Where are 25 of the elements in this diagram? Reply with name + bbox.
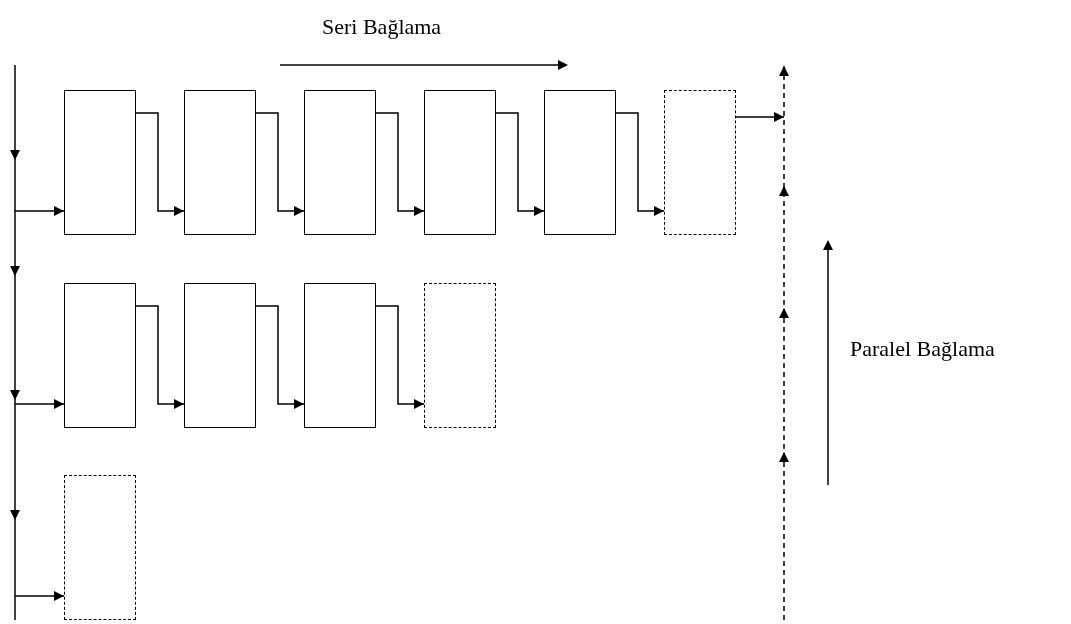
arrow [255, 305, 305, 409]
box-outline [544, 90, 616, 235]
dashed-box [64, 475, 136, 620]
dashed-box [424, 283, 496, 428]
arrow [735, 112, 785, 122]
arrow [255, 112, 305, 216]
dashed-box [664, 90, 736, 235]
box-outline [424, 90, 496, 235]
arrow [495, 112, 545, 216]
arrow [375, 112, 425, 216]
box-outline [304, 283, 376, 428]
arrow [135, 305, 185, 409]
box-outline [184, 283, 256, 428]
arrow [14, 206, 65, 216]
direction-label: Seri Bağlama [322, 14, 442, 40]
arrow [375, 305, 425, 409]
box-outline [304, 90, 376, 235]
box-outline [64, 283, 136, 428]
box-outline [184, 90, 256, 235]
arrow [14, 591, 65, 601]
arrow [135, 112, 185, 216]
direction-label: Paralel Bağlama [850, 336, 995, 362]
arrow [615, 112, 665, 216]
box-outline [64, 90, 136, 235]
arrow [14, 399, 65, 409]
